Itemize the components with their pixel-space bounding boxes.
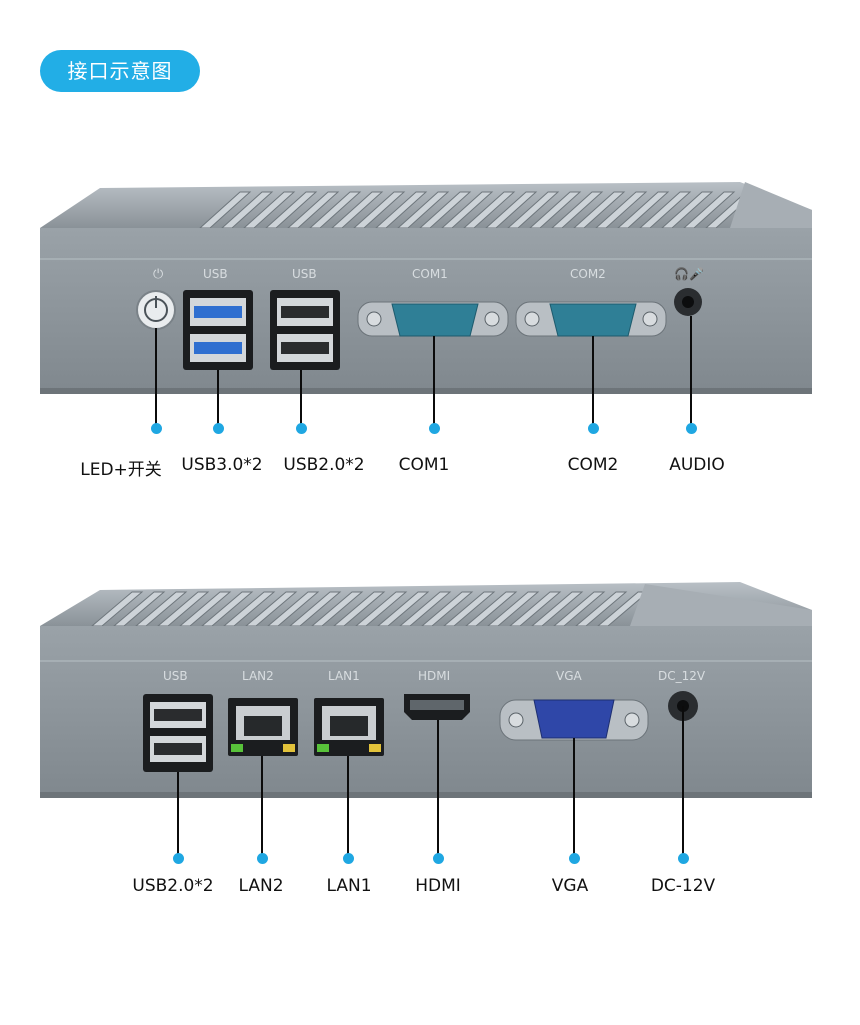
label-usb2-front: USB2.0*2 <box>283 455 365 475</box>
callout-line-hdmi <box>437 720 439 858</box>
silk-power-icon: ⏻ <box>153 267 163 282</box>
label-hdmi: HDMI <box>415 876 461 896</box>
silk-com2: COM2 <box>570 267 606 281</box>
silk-audio: 🎧🎤 <box>674 266 704 281</box>
silk-usb2: USB <box>292 267 317 281</box>
silk-dc: DC_12V <box>658 669 706 683</box>
callout-line-vga <box>573 738 575 858</box>
label-lan1: LAN1 <box>326 876 372 896</box>
callout-line-power <box>155 328 157 426</box>
label-com1: COM1 <box>398 455 450 475</box>
cooling-fins <box>198 191 758 229</box>
callout-line-usb3 <box>217 370 219 426</box>
label-usb3: USB3.0*2 <box>181 455 263 475</box>
label-lan2: LAN2 <box>238 876 284 896</box>
callout-dot-com2 <box>588 423 599 434</box>
callout-line-com2 <box>592 336 594 426</box>
silk-lan1: LAN1 <box>328 669 360 683</box>
section-title: 接口示意图 <box>67 59 173 83</box>
callout-line-lan1 <box>347 756 349 858</box>
callout-line-usb-rear <box>177 772 179 858</box>
front-panel-device: ⏻ USB USB COM1 COM2 🎧🎤 <box>0 170 860 430</box>
silk-usb3: USB <box>203 267 228 281</box>
callout-line-lan2 <box>261 756 263 858</box>
label-led-power: LED+开关 <box>80 460 162 480</box>
callout-dot-usb2 <box>296 423 307 434</box>
callout-dot-power <box>151 423 162 434</box>
silk-com1: COM1 <box>412 267 448 281</box>
callout-dot-usb3 <box>213 423 224 434</box>
silk-hdmi: HDMI <box>418 669 450 683</box>
callout-dot-com1 <box>429 423 440 434</box>
label-dc: DC-12V <box>650 876 716 896</box>
front-device-image: ⏻ USB USB COM1 COM2 🎧🎤 <box>40 182 812 394</box>
label-vga: VGA <box>551 876 589 896</box>
callout-line-audio <box>690 316 692 426</box>
silk-lan2: LAN2 <box>242 669 274 683</box>
label-usb2-rear: USB2.0*2 <box>132 876 214 896</box>
callout-dot-usb-rear <box>173 853 184 864</box>
callout-dot-hdmi <box>433 853 444 864</box>
rear-panel-device: USB LAN2 LAN1 HDMI VGA DC_12V <box>0 570 860 830</box>
label-audio: AUDIO <box>669 455 725 475</box>
callout-dot-lan1 <box>343 853 354 864</box>
callout-line-com1 <box>433 336 435 426</box>
callout-dot-audio <box>686 423 697 434</box>
rear-device-image: USB LAN2 LAN1 HDMI VGA DC_12V <box>40 582 812 798</box>
silk-vga: VGA <box>556 669 583 683</box>
callout-dot-lan2 <box>257 853 268 864</box>
callout-dot-vga <box>569 853 580 864</box>
callout-dot-dc <box>678 853 689 864</box>
silk-usb-rear: USB <box>163 669 188 683</box>
section-title-badge: 接口示意图 <box>40 50 200 92</box>
callout-line-usb2 <box>300 370 302 426</box>
callout-line-dc <box>682 706 684 858</box>
label-com2: COM2 <box>567 455 619 475</box>
